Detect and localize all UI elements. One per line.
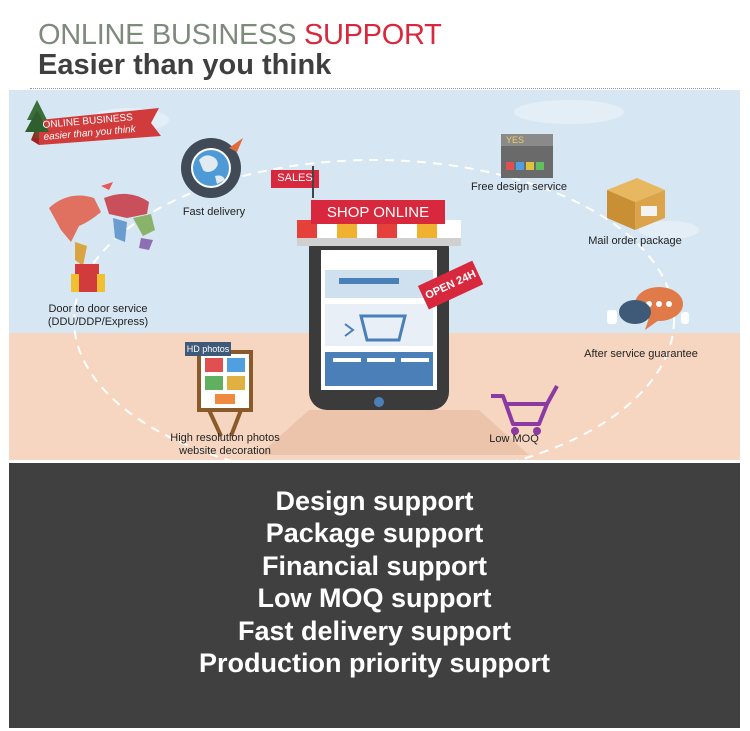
open-tag-board [417, 260, 484, 310]
support-item: Package support [265, 518, 484, 549]
label-hd-photos: High resolution photos website decoratio… [155, 432, 295, 458]
label-door-to-door-line-1: Door to door service [48, 303, 148, 315]
service-orbit-path [73, 159, 675, 460]
support-item: Production priority support [199, 648, 550, 679]
support-item: Low MOQ support [257, 583, 492, 614]
label-low-moq: Low MOQ [489, 433, 539, 445]
page-title: ONLINE BUSINESS SUPPORT [38, 20, 442, 50]
support-item: Fast delivery support [237, 615, 512, 646]
label-free-design-service: Free design service [471, 181, 567, 193]
online-shop-illustration: ONLINE BUSINESS easier than you think SA… [9, 90, 740, 460]
tree-icon [25, 100, 49, 138]
scene-artwork [9, 90, 740, 460]
hd-photos-tag: HD photos [186, 344, 230, 354]
shopping-cart-icon [491, 385, 559, 435]
globe-rocket-icon [181, 138, 243, 198]
header-divider [30, 88, 720, 89]
label-fast-delivery: Fast delivery [182, 206, 246, 218]
title-part-grey: ONLINE BUSINESS [38, 19, 297, 51]
support-list: Design support Package support Financial… [9, 485, 740, 679]
phone-shadow [259, 410, 529, 455]
smartphone-shop [309, 230, 449, 410]
sales-tag: SALES [277, 172, 313, 184]
sales-tag-board [271, 170, 319, 188]
label-after-service-guarantee: After service guarantee [584, 348, 698, 360]
shop-awning [297, 220, 461, 246]
hd-tag-board [185, 342, 231, 356]
design-card-icon [501, 134, 553, 178]
page-subtitle: Easier than you think [38, 49, 332, 81]
support-list-panel: Design support Package support Financial… [9, 463, 740, 728]
label-door-to-door-line-2: (DDU/DDP/Express) [47, 316, 149, 328]
yes-card-text: YES [506, 135, 525, 145]
photo-easel-icon [197, 350, 253, 437]
support-item: Design support [275, 486, 474, 516]
shop-online-sign: SHOP ONLINE [326, 204, 430, 221]
label-door-to-door: Door to door service (DDU/DDP/Express) [33, 303, 163, 329]
label-hd-photos-line-2: website decoration [179, 445, 271, 457]
world-map-icon [49, 182, 155, 266]
page-header: ONLINE BUSINESS SUPPORT Easier than you … [0, 0, 750, 90]
shop-sign-board [311, 200, 445, 224]
label-mail-order-package: Mail order package [588, 235, 682, 247]
shopping-bag-icon [71, 264, 105, 292]
label-hd-photos-line-1: High resolution photos [170, 432, 280, 444]
package-box-icon [607, 178, 665, 230]
support-item: Financial support [261, 550, 488, 581]
title-part-red: SUPPORT [303, 19, 442, 51]
chat-bubbles-icon [607, 287, 689, 330]
